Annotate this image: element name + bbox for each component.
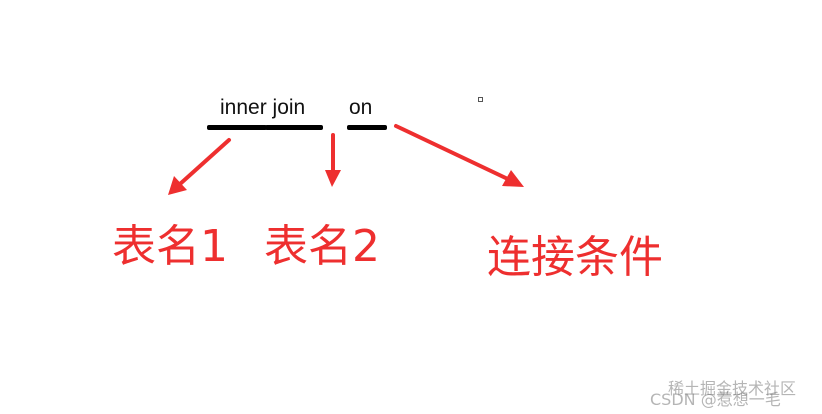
arrow-to-condition-shaft (394, 124, 512, 182)
small-square-mark (478, 97, 483, 102)
arrow-to-table1-head (168, 176, 187, 195)
arrow-to-condition (394, 124, 524, 187)
arrow-to-condition-head (502, 170, 524, 187)
arrow-to-table1 (168, 138, 231, 195)
arrow-to-table1-shaft (178, 138, 231, 186)
inner-join-keyword: inner join (220, 96, 306, 119)
table2-blank-underline (265, 125, 323, 130)
arrow-to-table2 (325, 133, 341, 187)
condition-label: 连接条件 (487, 232, 663, 283)
table2-label: 表名2 (264, 221, 380, 272)
on-keyword: on (349, 96, 373, 119)
arrow-to-table2-head (325, 170, 341, 187)
table1-blank-underline (207, 125, 267, 130)
watermark-juejin: 稀土掘金技术社区 (668, 379, 797, 398)
table1-label: 表名1 (112, 221, 228, 272)
condition-blank-underline (347, 125, 387, 130)
watermark-csdn: CSDN @惹想一毛 (650, 390, 781, 409)
